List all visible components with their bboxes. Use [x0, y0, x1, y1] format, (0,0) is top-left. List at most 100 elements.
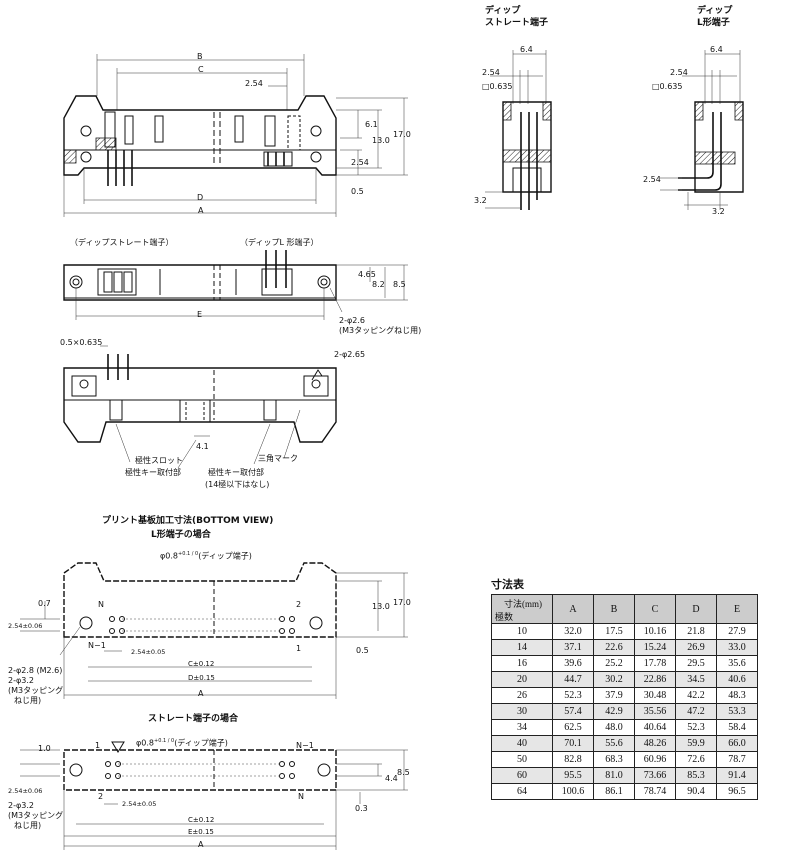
cell-D: 42.2 — [675, 687, 717, 704]
cell-D: 59.9 — [675, 735, 717, 752]
triangle-mark: 三角マーク — [258, 454, 298, 463]
straight-dim-6-4: 6.4 — [520, 45, 533, 54]
dims-table-title: 寸法表 — [491, 578, 524, 591]
hole-2-65: 2-φ2.65 — [334, 350, 366, 359]
cell-B: 30.2 — [593, 671, 635, 688]
dim-2-54: 2.54 — [245, 79, 263, 88]
l-dim-6-4: 6.4 — [710, 45, 723, 54]
cell-A: 37.1 — [552, 639, 594, 656]
pcb-s-1: 1 — [95, 741, 101, 750]
pcb-s-dim-0-3: 0.3 — [355, 804, 368, 813]
cell-C: 22.86 — [634, 671, 676, 688]
cell-poles: 60 — [491, 767, 553, 784]
pcb-s-dim-C: C±0.12 — [188, 816, 215, 824]
pcb-N-1: N−1 — [88, 641, 106, 650]
pcb-s-dim-E: E±0.15 — [188, 828, 214, 836]
cell-E: 27.9 — [716, 623, 758, 640]
pcb-dim-2-54-tol: 2.54±0.06 — [8, 622, 43, 630]
header-C: C — [634, 594, 676, 624]
cell-A: 95.5 — [552, 767, 594, 784]
dim-E: E — [197, 310, 203, 319]
cell-C: 60.96 — [634, 751, 676, 768]
cell-B: 42.9 — [593, 703, 635, 720]
pcb-s-N: N — [298, 792, 304, 801]
pcb-dim-17: 17.0 — [393, 598, 411, 607]
hole-note: (M3タッピングねじ用) — [339, 326, 422, 335]
cell-C: 40.64 — [634, 719, 676, 736]
pcb-s-dim-A: A — [198, 840, 204, 849]
dim-4-1: 4.1 — [196, 442, 209, 451]
cell-poles: 40 — [491, 735, 553, 752]
cell-B: 17.5 — [593, 623, 635, 640]
l-dim-2-54b: 2.54 — [643, 175, 661, 184]
pcb-l-case: L形端子の場合 — [151, 530, 211, 540]
pcb-dim-D: D±0.15 — [188, 674, 215, 682]
cell-poles: 30 — [491, 703, 553, 720]
straight-dim-sq: □0.635 — [482, 82, 513, 91]
cell-A: 70.1 — [552, 735, 594, 752]
cell-E: 53.3 — [716, 703, 758, 720]
cell-E: 35.6 — [716, 655, 758, 672]
pcb-s-dim-4-4: 4.4 — [385, 774, 398, 783]
straight-title-1: ディップ — [485, 6, 521, 16]
cell-E: 78.7 — [716, 751, 758, 768]
cell-A: 57.4 — [552, 703, 594, 720]
polarity-slot: 極性スロット — [135, 456, 183, 465]
pcb-dim-2-54-05: 2.54±0.05 — [131, 648, 166, 656]
dim-C: C — [198, 65, 204, 74]
cell-B: 81.0 — [593, 767, 635, 784]
pcb-dim-A: A — [198, 689, 204, 698]
pcb-s-hole: 2-φ3.2 — [8, 801, 34, 810]
label-l-terminal: （ディップL 形端子） — [240, 238, 319, 247]
cell-E: 48.3 — [716, 687, 758, 704]
cell-poles: 16 — [491, 655, 553, 672]
cell-D: 90.4 — [675, 783, 717, 800]
cell-C: 48.26 — [634, 735, 676, 752]
pcb-hole-m26: 2-φ2.8 (M2.6) — [8, 666, 63, 675]
key-note: (14極以下はなし) — [205, 480, 270, 489]
cell-A: 52.3 — [552, 687, 594, 704]
dim-17-0: 17.0 — [393, 130, 411, 139]
cell-E: 33.0 — [716, 639, 758, 656]
pcb-s-phi: φ0.8+0.1 / 0(ディップ端子) — [136, 738, 228, 748]
cell-C: 35.56 — [634, 703, 676, 720]
cell-E: 96.5 — [716, 783, 758, 800]
header-E: E — [716, 594, 758, 624]
cell-C: 73.66 — [634, 767, 676, 784]
header-A: A — [552, 594, 594, 624]
dim-A: A — [198, 206, 204, 215]
l-dim-sq: □0.635 — [652, 82, 683, 91]
pcb-title: プリント基板加工寸法(BOTTOM VIEW) — [102, 516, 274, 526]
l-title-1: ディップ — [697, 6, 733, 16]
cell-D: 52.3 — [675, 719, 717, 736]
cell-D: 29.5 — [675, 655, 717, 672]
pcb-phi: φ0.8+0.1 / 0(ディップ端子) — [160, 551, 252, 561]
cell-B: 25.2 — [593, 655, 635, 672]
cell-A: 100.6 — [552, 783, 594, 800]
pin-size: 0.5×0.635 — [60, 338, 103, 347]
pcb-dim-13: 13.0 — [372, 602, 390, 611]
cell-A: 44.7 — [552, 671, 594, 688]
cell-C: 15.24 — [634, 639, 676, 656]
l-dim-2-54: 2.54 — [670, 68, 688, 77]
pcb-s-dim-2-54-tol: 2.54±0.06 — [8, 787, 43, 795]
cell-poles: 10 — [491, 623, 553, 640]
cell-D: 72.6 — [675, 751, 717, 768]
cell-poles: 50 — [491, 751, 553, 768]
cell-poles: 20 — [491, 671, 553, 688]
l-dim-3-2: 3.2 — [712, 207, 725, 216]
corner-bottom: 極数 — [495, 612, 514, 622]
cell-B: 86.1 — [593, 783, 635, 800]
dim-4-65: 4.65 — [358, 270, 376, 279]
straight-dim-2-54: 2.54 — [482, 68, 500, 77]
pcb-m3-note-1: (M3タッピング — [8, 686, 64, 695]
